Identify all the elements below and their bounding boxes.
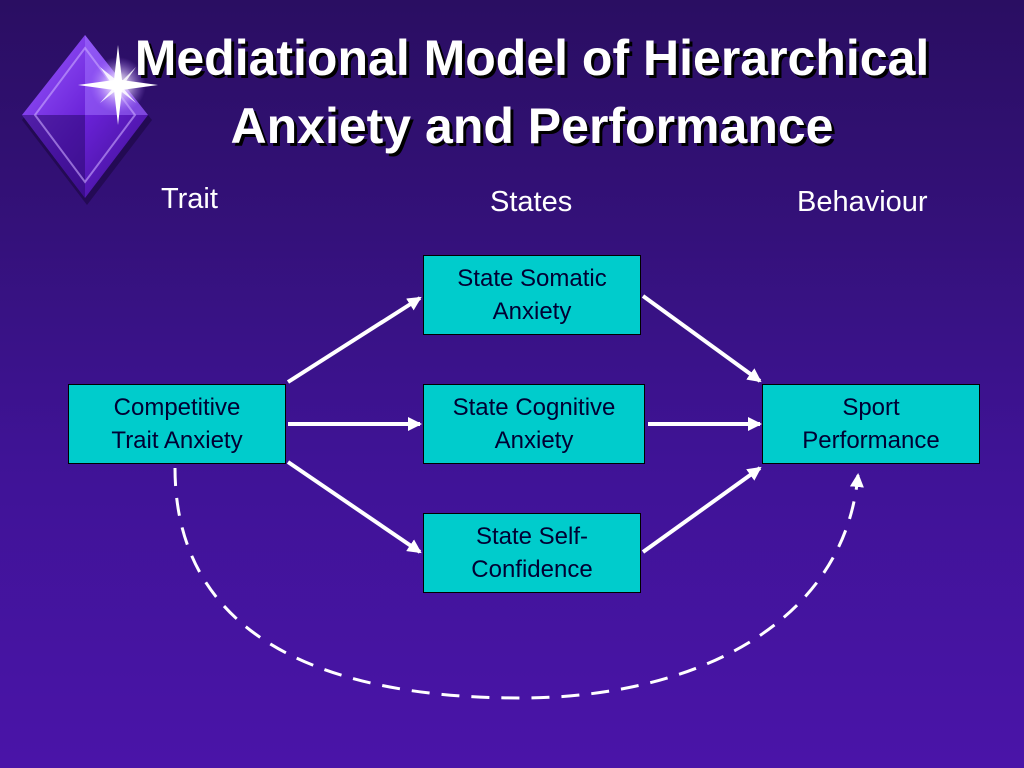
node-competitive-trait-anxiety: Competitive Trait Anxiety: [68, 384, 286, 464]
node-label-line: State Cognitive: [452, 394, 616, 421]
arrow-trait-to-performance-direct: [173, 467, 864, 700]
node-label-line: Anxiety: [494, 427, 574, 454]
node-label-line: Anxiety: [492, 298, 572, 325]
node-label-line: State Self-: [475, 523, 589, 550]
column-label-states: States: [490, 186, 573, 218]
arrow-somatic-to-performance: [641, 294, 762, 383]
arrow-confidence-to-performance: [641, 466, 762, 554]
arrow-trait-to-somatic: [286, 296, 422, 384]
node-state-somatic-anxiety: State Somatic Anxiety: [423, 255, 641, 335]
node-label-line: Confidence: [471, 556, 593, 583]
node-sport-performance: Sport Performance: [762, 384, 980, 464]
column-label-behaviour: Behaviour: [797, 186, 928, 218]
slide-title-line-2: Anxiety and Performance: [230, 98, 834, 154]
column-label-trait: Trait: [161, 183, 218, 215]
slide-title-line-1: Mediational Model of Hierarchical: [134, 30, 930, 86]
node-label-line: Competitive: [113, 394, 241, 421]
arrow-trait-to-confidence: [286, 460, 422, 554]
node-state-cognitive-anxiety: State Cognitive Anxiety: [423, 384, 645, 464]
node-state-self-confidence: State Self- Confidence: [423, 513, 641, 593]
node-label-line: Sport: [842, 394, 900, 421]
node-label-line: State Somatic: [457, 265, 607, 292]
node-label-line: Trait Anxiety: [111, 427, 243, 454]
diamond-star-icon: [22, 35, 158, 205]
node-label-line: Performance: [802, 427, 940, 454]
